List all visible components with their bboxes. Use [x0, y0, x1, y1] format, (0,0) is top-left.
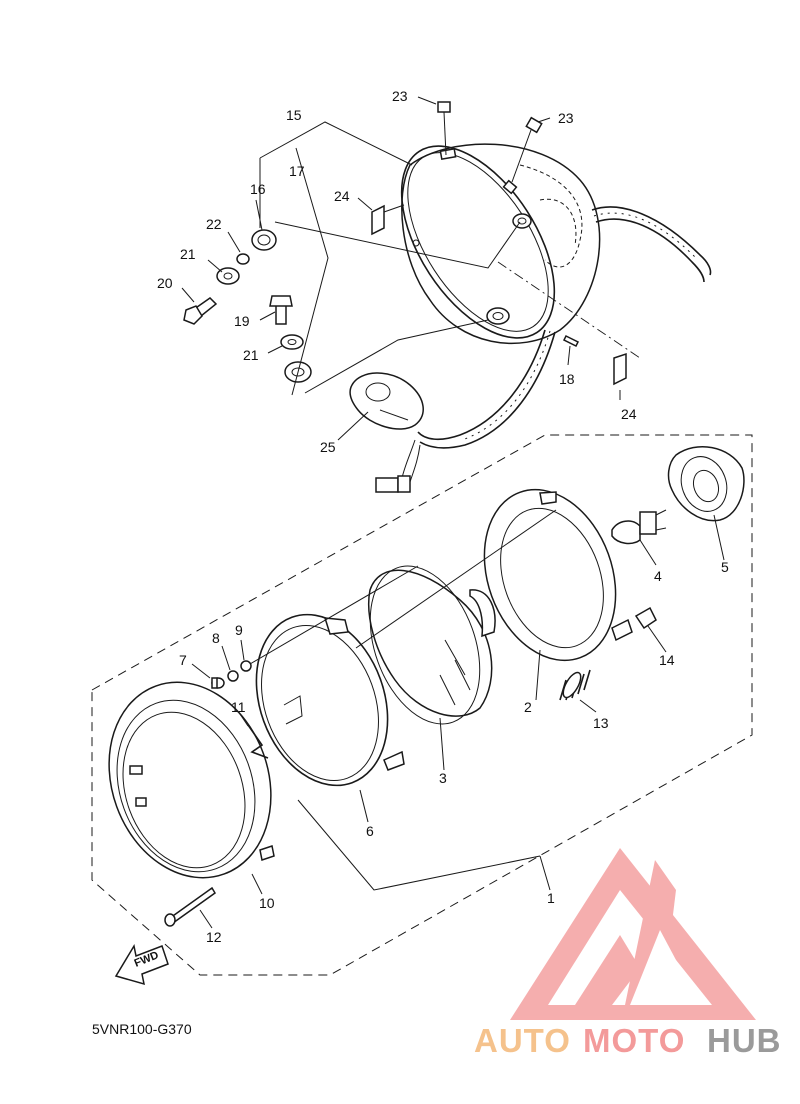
callout-21-lower: 21 [243, 347, 259, 363]
callout-5: 5 [721, 559, 729, 575]
outer-rim-10 [108, 681, 275, 879]
screw-washer-set [211, 660, 252, 689]
callout-20: 20 [157, 275, 173, 291]
brand-text-hub: HUB [707, 1022, 782, 1059]
screw-12 [164, 886, 216, 927]
callout-10: 10 [259, 895, 275, 911]
brand-text: AUTO MOTO HUB [474, 1022, 782, 1059]
callout-6: 6 [366, 823, 374, 839]
dust-cover-5 [667, 446, 745, 522]
callout-23-left: 23 [392, 88, 408, 104]
callout-19: 19 [234, 313, 250, 329]
callout-24-lower: 24 [621, 406, 637, 422]
callout-24-upper: 24 [334, 188, 350, 204]
callout-17: 17 [289, 163, 305, 179]
callout-1: 1 [547, 890, 555, 906]
reflector-ring-2 [483, 488, 633, 662]
automotohub-logo [510, 848, 756, 1020]
spring-13 [559, 669, 591, 701]
callout-4: 4 [654, 568, 662, 584]
callout-18: 18 [559, 371, 575, 387]
callout-16: 16 [250, 181, 266, 197]
callout-12: 12 [206, 929, 222, 945]
bulb-4 [611, 509, 667, 545]
callout-9: 9 [235, 622, 243, 638]
callout-15: 15 [286, 107, 302, 123]
wiring-harness [375, 206, 712, 493]
callout-25: 25 [320, 439, 336, 455]
callout-8: 8 [212, 630, 220, 646]
mounting-ring-6 [255, 613, 405, 787]
assembly-boundary [91, 434, 753, 976]
grommet-25 [349, 372, 424, 430]
fastener-group-upper-left [183, 229, 312, 383]
lens-unit-3 [368, 565, 496, 725]
spring-clip-11 [247, 724, 269, 759]
callout-23-right: 23 [558, 110, 574, 126]
callout-7: 7 [179, 652, 187, 668]
callout-labels: 1 2 3 4 5 6 7 8 9 10 11 12 13 14 15 16 1… [157, 88, 729, 945]
headlight-housing [400, 143, 601, 345]
callout-13: 13 [593, 715, 609, 731]
brand-text-moto: MOTO [583, 1022, 685, 1059]
diagram-code: 5VNR100-G370 [92, 1021, 192, 1037]
clips-and-pads [371, 101, 627, 386]
callout-14: 14 [659, 652, 675, 668]
callout-3: 3 [439, 770, 447, 786]
callout-11: 11 [231, 699, 246, 715]
logo-m-left [575, 935, 640, 1005]
brand-text-auto: AUTO [474, 1022, 571, 1059]
callout-2: 2 [524, 699, 532, 715]
fwd-arrow: FWD [114, 943, 169, 986]
leader-lines [181, 96, 725, 929]
callout-22: 22 [206, 216, 222, 232]
callout-21-upper: 21 [180, 246, 196, 262]
logo-m-peak [630, 930, 700, 1005]
clip-14 [634, 606, 657, 630]
